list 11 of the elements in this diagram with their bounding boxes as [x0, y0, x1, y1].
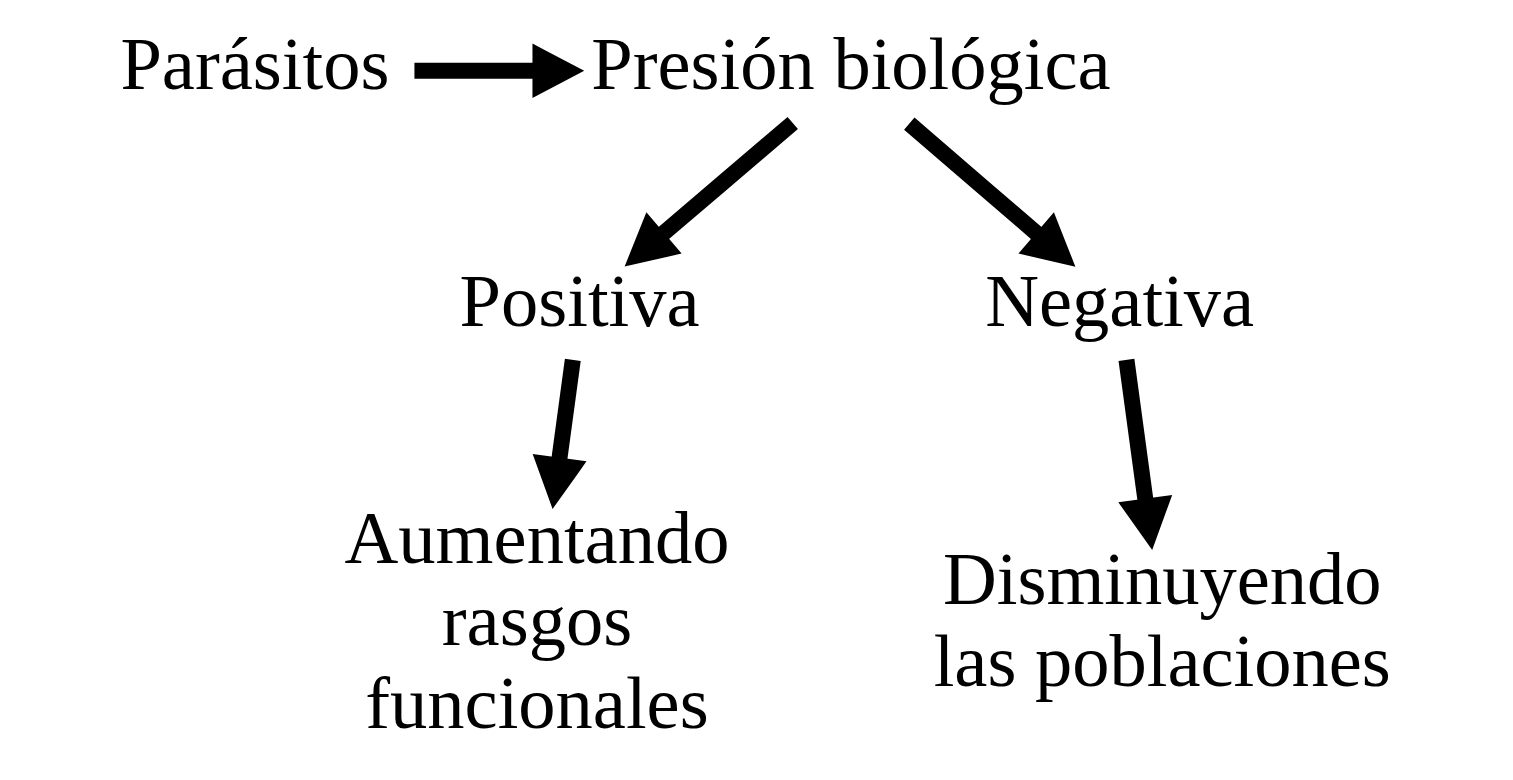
arrow [1118, 358, 1173, 550]
node-text: Parásitos [120, 23, 390, 106]
node-text: Presión biológica [591, 23, 1111, 106]
node-text: Disminuyendo las poblaciones [933, 537, 1391, 703]
node-text: Negativa [985, 259, 1255, 342]
node-text: Aumentando rasgos funcionales [344, 496, 730, 744]
arrow [904, 117, 1076, 267]
arrow [414, 43, 585, 98]
arrow [624, 116, 798, 267]
arrow [532, 358, 587, 509]
node-text: Positiva [459, 259, 700, 342]
